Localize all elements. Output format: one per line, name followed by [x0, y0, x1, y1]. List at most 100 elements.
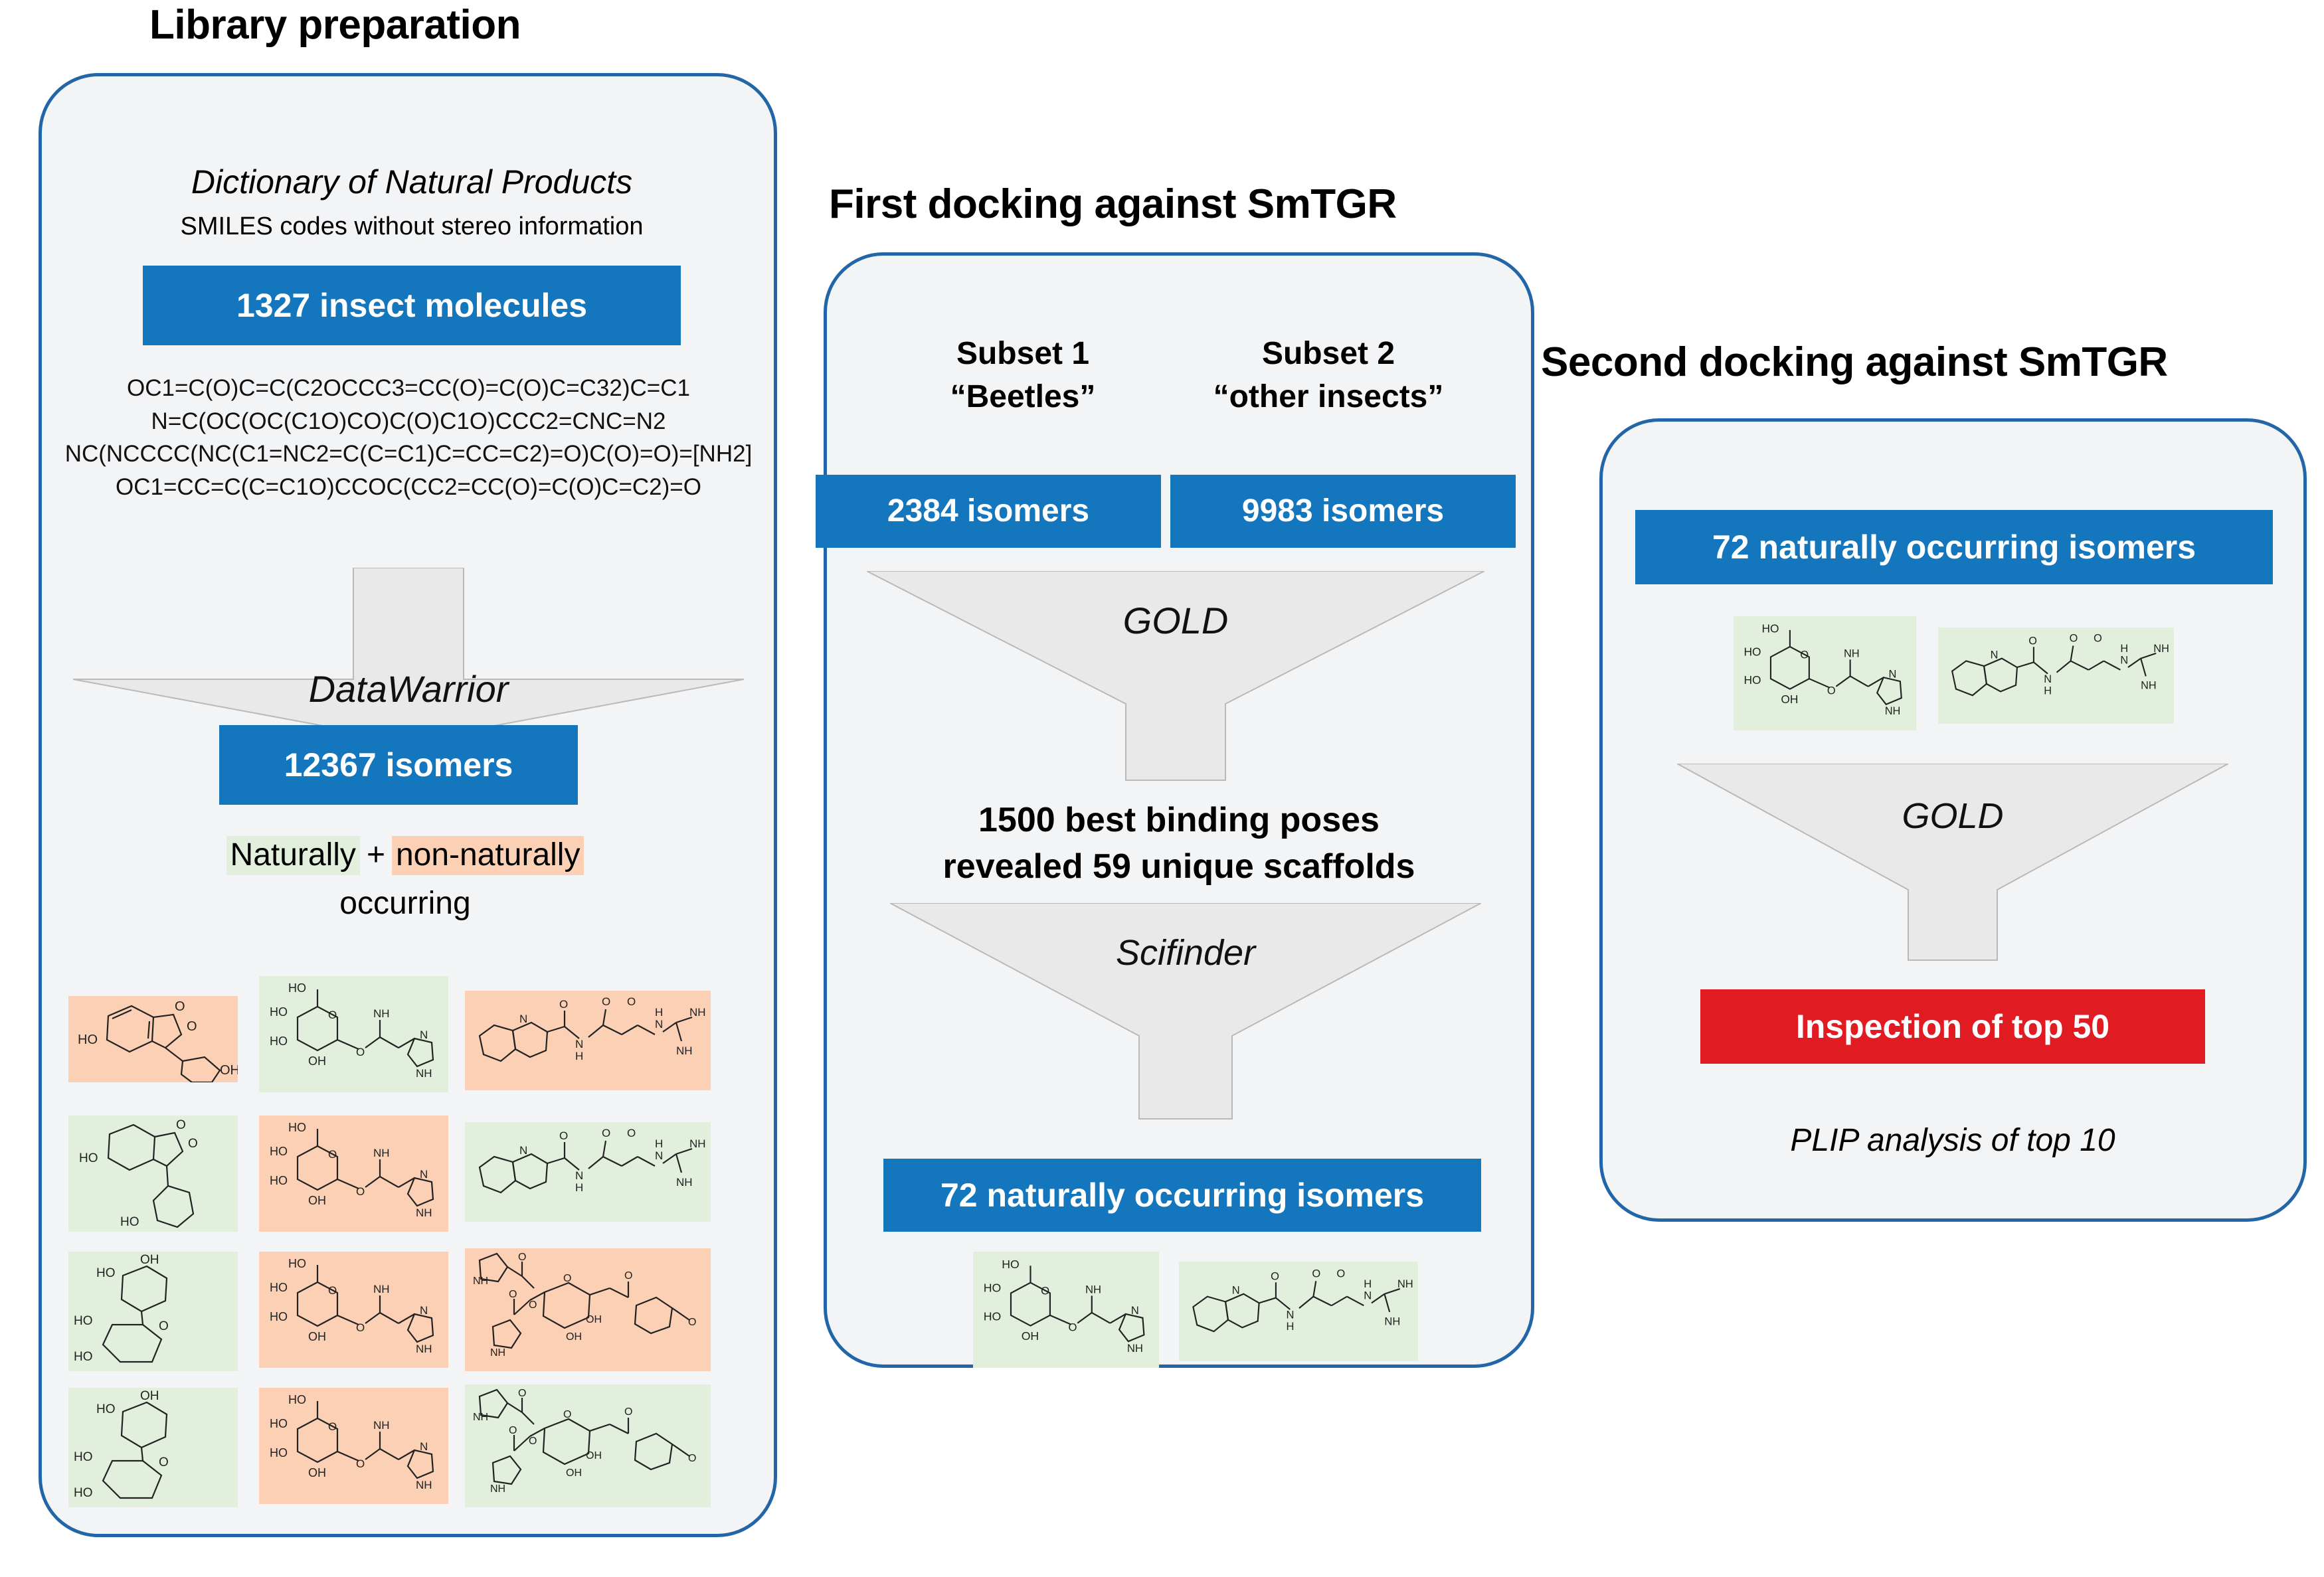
svg-text:O: O: [602, 995, 610, 1008]
svg-text:HO: HO: [984, 1281, 1002, 1294]
box-subset2-isomers[interactable]: 9983 isomers: [1170, 475, 1516, 548]
box-72-naturally-occurring-second[interactable]: 72 naturally occurring isomers: [1635, 510, 2273, 584]
svg-text:HO: HO: [270, 1281, 288, 1294]
svg-text:HO: HO: [96, 1402, 116, 1416]
svg-text:O: O: [188, 1137, 198, 1151]
svg-text:H: H: [575, 1181, 583, 1194]
box-insect-molecules[interactable]: 1327 insect molecules: [143, 266, 681, 345]
svg-text:O: O: [1800, 649, 1809, 661]
list-item: NH O O NH O O OH OH O O: [465, 1248, 711, 1371]
svg-text:NH: NH: [490, 1483, 505, 1495]
svg-text:O: O: [688, 1317, 696, 1328]
natural-legend: Naturally+non-naturally occurring: [66, 836, 744, 922]
list-item: HO HO HO OH O O NH N NH: [259, 1116, 448, 1232]
svg-text:HO: HO: [1002, 1258, 1020, 1271]
list-item: N O O O N H N H NH NH: [465, 1122, 711, 1222]
result-molecule-1: HO HO HO OH O O NH N NH: [973, 1252, 1159, 1368]
box-72-naturally-occurring-first[interactable]: 72 naturally occurring isomers: [883, 1159, 1481, 1232]
svg-text:OH: OH: [566, 1467, 582, 1479]
svg-text:N: N: [1131, 1304, 1139, 1317]
svg-text:OH: OH: [140, 1389, 159, 1403]
svg-text:NH: NH: [676, 1176, 693, 1189]
datawarrior-funnel-label: DataWarrior: [308, 668, 509, 710]
svg-text:N: N: [655, 1018, 663, 1031]
plip-analysis-note: PLIP analysis of top 10: [1790, 1123, 2115, 1158]
svg-text:H: H: [2120, 643, 2128, 655]
svg-text:O: O: [328, 1009, 337, 1021]
svg-text:N: N: [575, 1038, 583, 1050]
svg-text:OH: OH: [140, 1253, 159, 1267]
svg-text:HO: HO: [270, 1145, 288, 1158]
svg-text:O: O: [1271, 1270, 1279, 1282]
svg-text:O: O: [2094, 633, 2102, 645]
svg-text:N: N: [420, 1168, 428, 1181]
svg-text:OH: OH: [1022, 1329, 1039, 1343]
svg-text:H: H: [1364, 1278, 1372, 1290]
svg-text:O: O: [563, 1409, 571, 1420]
svg-text:N: N: [519, 1013, 527, 1025]
funnel-shape: [1676, 763, 2229, 961]
list-item: HO O O HO: [68, 1116, 238, 1232]
svg-text:N: N: [2044, 673, 2052, 685]
svg-text:HO: HO: [96, 1266, 116, 1280]
gold-funnel-first-label: GOLD: [1122, 600, 1229, 641]
svg-text:NH: NH: [373, 1007, 390, 1020]
svg-text:NH: NH: [416, 1206, 432, 1219]
list-item: N O O O N H N H NH NH: [465, 991, 711, 1090]
svg-text:O: O: [688, 1453, 696, 1464]
svg-text:HO: HO: [288, 1257, 306, 1270]
svg-text:NH: NH: [1397, 1278, 1413, 1290]
svg-text:HO: HO: [74, 1450, 93, 1464]
binding-poses-line1: 1500 best binding poses: [978, 801, 1380, 839]
svg-text:OH: OH: [566, 1331, 582, 1343]
svg-text:H: H: [1287, 1320, 1295, 1333]
svg-text:N: N: [1889, 668, 1897, 680]
svg-text:N: N: [575, 1169, 583, 1182]
svg-text:N: N: [420, 1304, 428, 1317]
svg-text:H: H: [655, 1006, 663, 1019]
subset1-label-line1: Subset 1: [956, 336, 1090, 371]
svg-text:O: O: [328, 1284, 337, 1297]
svg-text:HO: HO: [74, 1314, 93, 1328]
list-item: HO HO HO OH O O NH N NH: [259, 1388, 448, 1504]
svg-text:OH: OH: [308, 1466, 326, 1479]
box-inspection-top50[interactable]: Inspection of top 50: [1700, 989, 2205, 1064]
box-subset1-isomers[interactable]: 2384 isomers: [816, 475, 1161, 548]
svg-text:H: H: [2044, 685, 2052, 697]
box-12367-isomers[interactable]: 12367 isomers: [219, 725, 578, 805]
gold-funnel-first: GOLD: [866, 570, 1485, 784]
svg-text:HO: HO: [78, 1033, 98, 1047]
svg-text:O: O: [1827, 685, 1836, 697]
funnel-shape: [72, 567, 745, 743]
list-item: NH O O NH O O OH OH O O: [465, 1384, 711, 1507]
subset2-label-line2: “other insects”: [1213, 379, 1444, 414]
svg-text:N: N: [1287, 1309, 1295, 1321]
svg-text:O: O: [328, 1148, 337, 1161]
svg-text:N: N: [1364, 1289, 1372, 1302]
svg-text:HO: HO: [984, 1310, 1002, 1323]
svg-text:O: O: [627, 995, 636, 1008]
svg-text:HO: HO: [74, 1350, 93, 1364]
svg-text:O: O: [529, 1299, 537, 1311]
svg-text:O: O: [2070, 633, 2078, 645]
svg-text:O: O: [1336, 1267, 1345, 1280]
svg-text:N: N: [519, 1144, 527, 1157]
svg-text:NH: NH: [2153, 643, 2169, 655]
svg-text:NH: NH: [473, 1276, 488, 1287]
source-subtitle: SMILES codes without stereo information: [180, 212, 644, 240]
svg-text:HO: HO: [270, 1310, 288, 1323]
list-item: HO HO HO OH O O NH N NH: [259, 1252, 448, 1368]
smiles-line-3: NC(NCCCC(NC(C1=NC2=C(C=C1)C=CC=C2)=O)C(O…: [64, 441, 753, 467]
legend-non-naturally: non-naturally: [391, 836, 584, 875]
legend-naturally: Naturally: [226, 836, 360, 875]
svg-text:NH: NH: [373, 1283, 390, 1295]
svg-text:O: O: [1312, 1267, 1320, 1280]
input-molecule-1: HO HO HO OH O O NH N NH: [1734, 616, 1916, 730]
svg-text:O: O: [175, 999, 185, 1014]
svg-text:NH: NH: [490, 1347, 505, 1359]
legend-plus: +: [366, 837, 385, 872]
svg-text:O: O: [602, 1127, 610, 1139]
svg-text:OH: OH: [220, 1063, 238, 1078]
smiles-line-4: OC1=CC=C(C=C1O)CCOC(CC2=CC(O)=C(O)C=C2)=…: [116, 474, 701, 501]
svg-text:O: O: [176, 1118, 186, 1132]
